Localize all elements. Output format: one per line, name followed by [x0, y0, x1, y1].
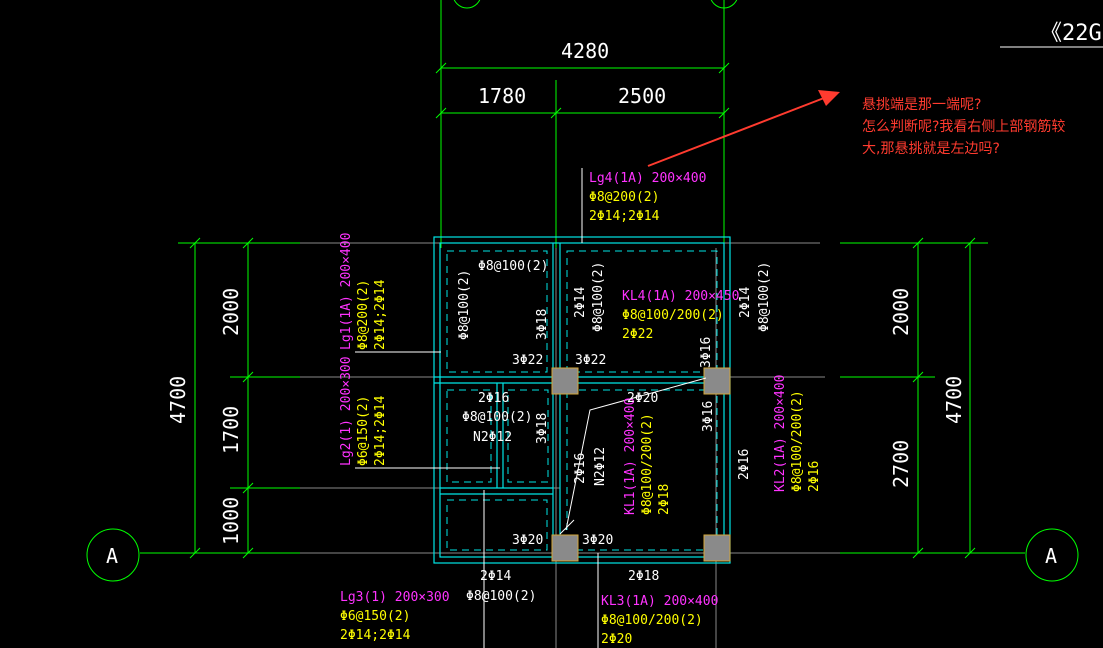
n2-b-label: N2Φ12	[593, 447, 608, 486]
lg2-stirrup: Φ6@150(2)	[356, 396, 371, 466]
column-2	[703, 367, 731, 395]
bot-3phi20-right-label: 3Φ20	[582, 533, 613, 548]
bot-2phi14-label: 2Φ14	[480, 569, 511, 584]
beam-lg1: Lg1(1A) 200×400 Φ8@200(2) 2Φ14;2Φ14	[339, 233, 388, 350]
right-stirrup-label: Φ8@100(2)	[757, 262, 772, 332]
dim-left-a: 2000	[219, 288, 243, 336]
lg1-name: Lg1(1A) 200×400	[339, 233, 354, 350]
bot-2phi18-label: 2Φ18	[628, 569, 659, 584]
lg3-name: Lg3(1) 200×300	[340, 590, 450, 605]
n2-a-label: N2Φ12	[473, 430, 512, 445]
kl2-bars: 2Φ16	[807, 461, 822, 492]
columns	[551, 367, 731, 562]
lg4-bars: 2Φ14;2Φ14	[589, 209, 660, 224]
lg3-stirrup: Φ6@150(2)	[340, 609, 410, 624]
beam-hidden-lines	[446, 250, 718, 551]
dim-top-left: 1780	[478, 84, 526, 108]
lg4-name: Lg4(1A) 200×400	[589, 171, 706, 186]
phi16-c-label: 2Φ16	[737, 449, 752, 480]
dim-left-b: 1700	[219, 406, 243, 454]
bot-3phi20-left-label: 3Φ20	[512, 533, 543, 548]
phi20-inner-label: 2Φ20	[627, 391, 658, 406]
annotation-arrow	[647, 90, 840, 167]
beam-kl2: KL2(1A) 200×400 Φ8@100/200(2) 2Φ16	[773, 375, 822, 492]
title-block: 《22G1	[1000, 21, 1103, 48]
dim-top-right: 2500	[618, 84, 666, 108]
rebar-labels: Φ8@100(2) Φ8@100(2) 3Φ18 2Φ14 Φ8@100(2) …	[457, 259, 772, 604]
annotation-note: 悬挑端是那一端呢? 怎么判断呢?我看右侧上部钢筋较 大,那悬挑就是左边吗?	[862, 94, 1102, 160]
phi16-right-label: 3Φ16	[701, 401, 716, 432]
dim-right-b: 2700	[889, 440, 913, 488]
stirrup-b-label: Φ8@100(2)	[462, 410, 532, 425]
phi16-top-label: 3Φ16	[699, 337, 714, 368]
axis-label-left: A	[106, 544, 118, 568]
annotation-line-1: 悬挑端是那一端呢?	[862, 97, 982, 113]
top-stirrup-label: Φ8@100(2)	[478, 259, 548, 274]
lg3-bars: 2Φ14;2Φ14	[340, 628, 411, 643]
phi18-b-label: 3Φ18	[535, 413, 550, 444]
left-3phi22-label: 3Φ22	[512, 353, 543, 368]
kl1-bars: 2Φ18	[657, 484, 672, 515]
beam-lg4: Lg4(1A) 200×400 Φ8@200(2) 2Φ14;2Φ14	[589, 171, 706, 224]
lg2-name: Lg2(1) 200×300	[339, 356, 354, 466]
lg1-stirrup: Φ8@200(2)	[356, 280, 371, 350]
kl2-stirrup: Φ8@100/200(2)	[790, 390, 805, 492]
left-vert-stirrup-label: Φ8@100(2)	[457, 270, 472, 340]
dim-left-total: 4700	[166, 376, 190, 424]
kl2-name: KL2(1A) 200×400	[773, 375, 788, 492]
beam-kl1: KL1(1A) 200×400 Φ8@100/200(2) 2Φ18	[623, 398, 672, 515]
mid-stirrup-label: Φ8@100(2)	[591, 262, 606, 332]
phi16-b-label: 2Φ16	[573, 453, 588, 484]
right-2phi14-label: 2Φ14	[738, 287, 753, 318]
mid-3phi18-label: 3Φ18	[535, 309, 550, 340]
kl1-stirrup: Φ8@100/200(2)	[640, 413, 655, 515]
dimension-lines	[86, 0, 1079, 582]
column-1	[551, 367, 579, 395]
lg4-stirrup: Φ8@200(2)	[589, 190, 659, 205]
beam-lg2: Lg2(1) 200×300 Φ6@150(2) 2Φ14;2Φ14	[339, 356, 388, 466]
lg1-bars: 2Φ14;2Φ14	[373, 279, 388, 350]
dim-left-c: 1000	[219, 497, 243, 545]
kl4-stirrup: Φ8@100/200(2)	[622, 308, 724, 323]
dim-right-a: 2000	[889, 288, 913, 336]
mid-2phi14-label: 2Φ14	[573, 287, 588, 318]
dim-top-total: 4280	[561, 39, 609, 63]
kl4-bars: 2Φ22	[622, 327, 653, 342]
column-3	[551, 534, 579, 562]
kl3-name: KL3(1A) 200×400	[601, 594, 718, 609]
kl4-name: KL4(1A) 200×450	[622, 289, 739, 304]
dim-right-total: 4700	[942, 376, 966, 424]
annotation-line-3: 大,那悬挑就是左边吗?	[862, 141, 1000, 157]
column-4	[703, 534, 731, 562]
right-3phi22-label: 3Φ22	[575, 353, 606, 368]
axis-label-right: A	[1045, 544, 1057, 568]
title-fragment: 《22G1	[1040, 21, 1103, 46]
lg2-bars: 2Φ14;2Φ14	[373, 395, 388, 466]
bot-stirrup-label: Φ8@100(2)	[466, 589, 536, 604]
kl3-bars: 2Φ20	[601, 632, 632, 647]
dimension-texts: 4280 1780 2500 4700 2000 1700 1000 2000 …	[106, 39, 1057, 568]
leader-lines	[355, 168, 707, 648]
beam-kl4: KL4(1A) 200×450 Φ8@100/200(2) 2Φ22	[622, 289, 739, 342]
phi16-a-label: 2Φ16	[478, 391, 509, 406]
beam-kl3: KL3(1A) 200×400 Φ8@100/200(2) 2Φ20	[601, 594, 718, 647]
beam-lg3: Lg3(1) 200×300 Φ6@150(2) 2Φ14;2Φ14	[340, 590, 450, 643]
annotation-line-2: 怎么判断呢?我看右侧上部钢筋较	[862, 119, 1066, 135]
kl1-name: KL1(1A) 200×400	[623, 398, 638, 515]
kl3-stirrup: Φ8@100/200(2)	[601, 613, 703, 628]
